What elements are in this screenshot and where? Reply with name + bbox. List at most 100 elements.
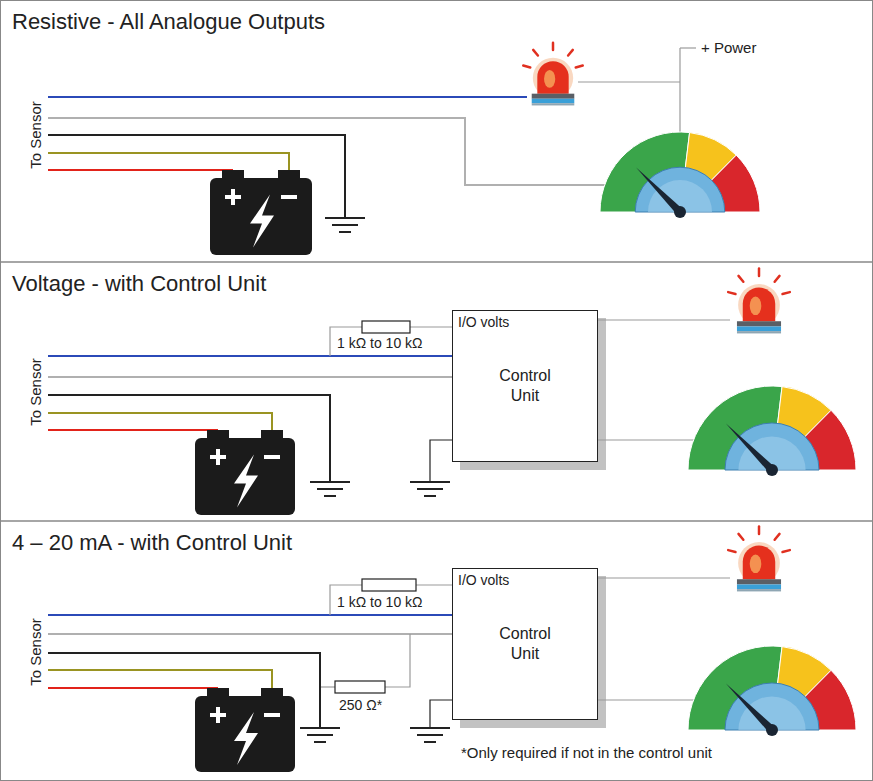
beacon-ray — [758, 526, 761, 534]
signal-wire — [48, 96, 527, 98]
label-holder: + Power — [700, 39, 757, 56]
beacon-highlight — [750, 555, 762, 574]
power-wire — [578, 81, 680, 82]
beacon-base — [737, 584, 781, 589]
ground-wire — [48, 653, 320, 728]
beacon-base — [532, 94, 575, 99]
gauge-needle — [726, 423, 775, 472]
lightning-bolt — [234, 455, 258, 508]
beacon-ray — [775, 534, 780, 540]
positive-wire — [48, 169, 233, 171]
output-wire — [598, 577, 730, 578]
control-unit: I/O voltsControl Unit — [452, 568, 598, 720]
ground-bar — [300, 727, 340, 729]
label-holder: 1 kΩ to 10 kΩ — [336, 335, 424, 351]
battery — [210, 170, 312, 255]
resistor-value: 1 kΩ to 10 kΩ — [336, 335, 424, 351]
negative-wire — [48, 413, 272, 430]
ground-bar — [314, 741, 326, 743]
beacon-ray — [576, 66, 583, 68]
ground-bar — [424, 741, 436, 743]
io-label: I/O volts — [453, 569, 597, 588]
ground-wire — [430, 440, 452, 482]
output-wire — [598, 699, 694, 700]
resistor-symbol — [335, 681, 385, 693]
ground-bar — [339, 231, 351, 233]
shunt-wire — [385, 634, 410, 687]
control-unit: I/O voltsControl Unit — [452, 310, 598, 462]
beacon-base — [737, 589, 781, 591]
ground-bar — [317, 488, 343, 490]
ground-symbol — [410, 728, 450, 742]
label-holder: To Sensor — [27, 357, 44, 427]
minus-sign — [281, 195, 297, 199]
beacon-ray — [775, 276, 780, 282]
power-label: + Power — [700, 39, 757, 56]
beacon-dome — [743, 546, 775, 580]
beacon-highlight — [544, 70, 555, 88]
alarm-beacon — [728, 268, 790, 333]
label-holder: To Sensor — [27, 100, 44, 170]
alarm-beacon — [728, 526, 790, 591]
beacon-ray — [783, 292, 790, 294]
panel-divider — [0, 261, 873, 263]
ground-bar — [332, 224, 358, 226]
ground-bar — [417, 488, 443, 490]
ground-bar — [417, 734, 443, 736]
beacon-base — [737, 321, 781, 326]
beacon-base — [737, 331, 781, 333]
resistor-symbol — [362, 321, 410, 333]
beacon-base — [532, 103, 575, 105]
wire-group-label: To Sensor — [27, 357, 44, 427]
ground-bar — [410, 727, 450, 729]
plus-sign — [216, 707, 220, 723]
shunt-wire — [320, 686, 335, 687]
signal-wire — [48, 614, 452, 616]
ground-symbol — [410, 482, 450, 496]
io-label: I/O volts — [453, 311, 597, 330]
power-wire — [679, 48, 680, 132]
ground-symbol — [300, 728, 340, 742]
unit-name: Control Unit — [487, 624, 563, 664]
ground-wire — [430, 700, 452, 728]
negative-wire — [48, 153, 289, 170]
wire-group-label: To Sensor — [27, 617, 44, 687]
output-wire — [598, 439, 694, 440]
ground-symbol — [310, 482, 350, 496]
panel-band: Voltage - with Control UnitI/O voltsCont… — [0, 262, 873, 521]
positive-wire — [48, 429, 218, 431]
gauge-needle — [726, 683, 775, 732]
ground-bar — [424, 495, 436, 497]
label-holder: 250 Ω* — [338, 697, 383, 713]
battery-body — [195, 438, 295, 515]
panel-title: Voltage - with Control Unit — [0, 262, 873, 297]
gauge-hub — [766, 464, 778, 476]
signal-wire — [48, 355, 452, 357]
battery — [195, 688, 295, 772]
gauge-dial — [635, 167, 725, 212]
beacon-ray — [738, 276, 743, 282]
gauge-hub — [766, 724, 778, 736]
beacon-base — [532, 99, 575, 103]
beacon-dome — [743, 288, 775, 322]
signal-wire — [48, 118, 605, 185]
negative-wire — [48, 670, 272, 688]
lightning-bolt — [234, 712, 258, 765]
signal-wire — [48, 376, 452, 378]
output-wire — [598, 319, 730, 320]
resistor-symbol — [362, 579, 416, 591]
beacon-base — [737, 326, 781, 331]
minus-sign — [264, 455, 280, 459]
beacon-highlight — [750, 297, 762, 316]
label-holder: To Sensor — [27, 617, 44, 687]
beacon-ray — [552, 43, 555, 50]
plus-sign — [231, 189, 235, 205]
gauge — [688, 646, 856, 736]
panel-band: 4 – 20 mA - with Control UnitI/O voltsCo… — [0, 521, 873, 781]
ground-bar — [410, 481, 450, 483]
lightning-bolt — [250, 195, 274, 248]
battery — [195, 430, 295, 515]
